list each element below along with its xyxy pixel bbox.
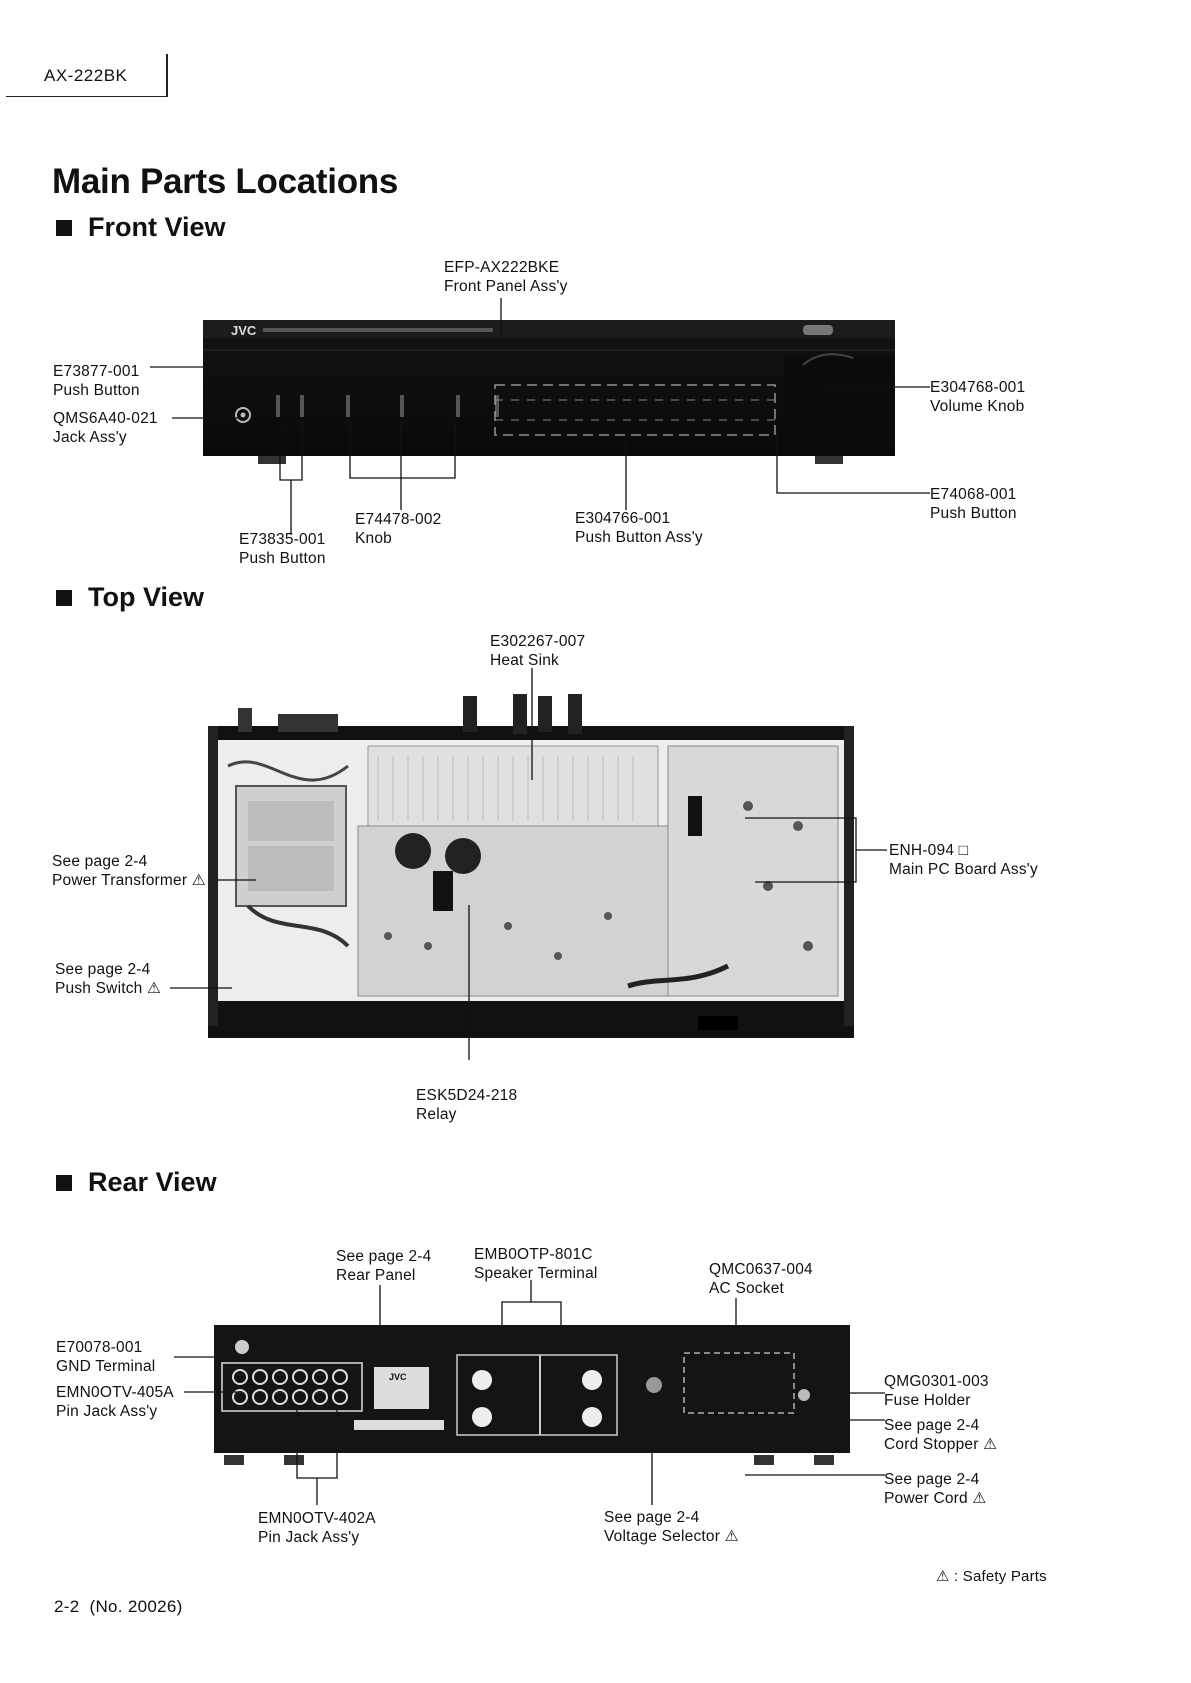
label-power-cord: See page 2-4 Power Cord ⚠ [884, 1471, 987, 1507]
rear-panel-image: JVC [214, 1325, 850, 1465]
front-panel-image: JVC [203, 320, 895, 464]
label-power-transformer: See page 2-4 Power Transformer ⚠ [52, 853, 206, 889]
model-number: AX-222BK [44, 66, 128, 85]
section-rear-view: Rear View [56, 1167, 217, 1198]
label-voltage-selector: See page 2-4 Voltage Selector ⚠ [604, 1509, 739, 1545]
label-main-pc-board: ENH-094 □ Main PC Board Ass'y [889, 842, 1038, 878]
front-view-photo: JVC [203, 320, 895, 464]
rear-brand-logo: JVC [389, 1372, 407, 1382]
top-chassis-image [208, 694, 854, 1038]
section-heading: Front View [88, 212, 226, 242]
front-brand-logo: JVC [231, 323, 257, 338]
section-bullet-icon [56, 219, 72, 236]
section-top-view: Top View [56, 582, 204, 613]
top-view-photo [208, 686, 854, 1058]
safety-parts-legend: ⚠ : Safety Parts [936, 1568, 1047, 1585]
label-knob: E74478-002 Knob [355, 511, 442, 547]
section-heading: Top View [88, 582, 205, 612]
label-volume-knob: E304768-001 Volume Knob [930, 379, 1026, 415]
label-relay: ESK5D24-218 Relay [416, 1087, 518, 1123]
header-divider [166, 54, 168, 96]
label-front-panel: EFP-AX222BKE Front Panel Ass'y [444, 259, 568, 295]
label-rear-panel: See page 2-4 Rear Panel [336, 1248, 432, 1284]
section-heading: Rear View [88, 1167, 217, 1197]
label-heat-sink: E302267-007 Heat Sink [490, 633, 586, 669]
label-push-switch: See page 2-4 Push Switch ⚠ [55, 961, 162, 997]
rear-view-photo: JVC [214, 1325, 850, 1465]
model-header: AX-222BK [6, 54, 168, 97]
section-bullet-icon [56, 589, 72, 606]
label-push-button-assy: E304766-001 Push Button Ass'y [575, 510, 703, 546]
section-bullet-icon [56, 1174, 72, 1191]
label-ac-socket: QMC0637-004 AC Socket [709, 1261, 813, 1297]
page-title: Main Parts Locations [52, 162, 399, 201]
label-push-button-bottom: E73835-001 Push Button [239, 531, 326, 567]
label-pin-jack-402a: EMN0OTV-402A Pin Jack Ass'y [258, 1510, 376, 1546]
label-gnd-terminal: E70078-001 GND Terminal [56, 1339, 156, 1375]
page-footer: 2-2 (No. 20026) [54, 1597, 183, 1616]
label-pin-jack-405a: EMN0OTV-405A Pin Jack Ass'y [56, 1384, 174, 1420]
label-fuse-holder: QMG0301-003 Fuse Holder [884, 1373, 989, 1409]
label-push-button-right: E74068-001 Push Button [930, 486, 1017, 522]
label-cord-stopper: See page 2-4 Cord Stopper ⚠ [884, 1417, 998, 1453]
section-front-view: Front View [56, 212, 226, 243]
label-push-button-left: E73877-001 Push Button [53, 363, 140, 399]
label-speaker-terminal: EMB0OTP-801C Speaker Terminal [474, 1246, 598, 1282]
label-jack-assy: QMS6A40-021 Jack Ass'y [53, 410, 158, 446]
